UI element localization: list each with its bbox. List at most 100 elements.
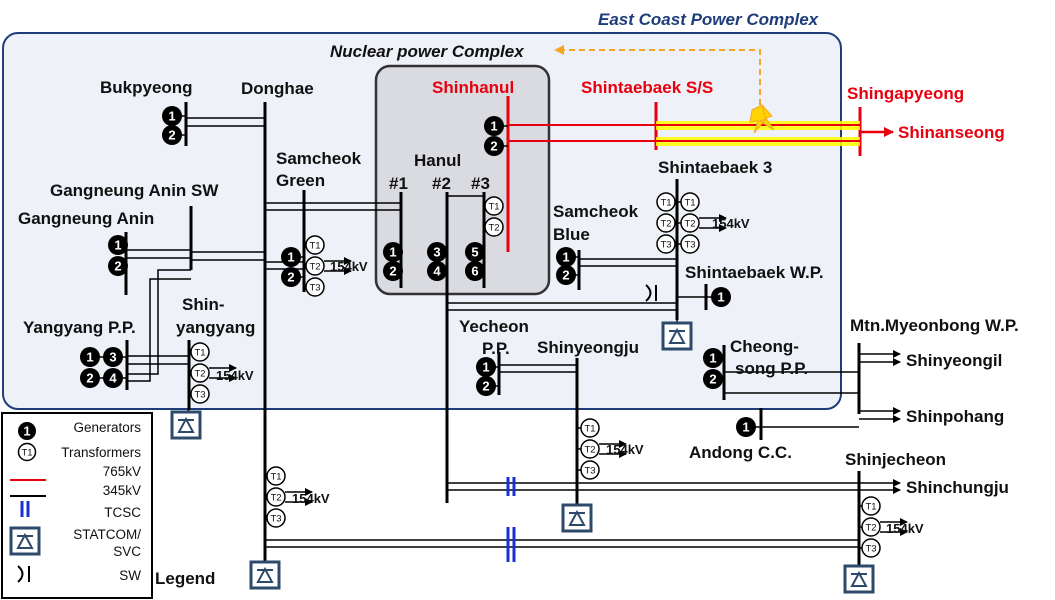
legend-tcsc: TCSC — [104, 505, 141, 520]
hanul-label: Hanul — [414, 151, 461, 170]
yangyang-gen-4: 4 — [103, 368, 123, 388]
kv154-label: 154kV — [712, 216, 750, 231]
transformer-icon — [656, 234, 676, 254]
legend-title: Legend — [155, 569, 215, 588]
transformer-icon — [190, 342, 210, 362]
transformer-number: T3 — [270, 514, 281, 525]
yangyang-label: Yangyang P.P. — [23, 318, 136, 337]
legend-generator-icon — [18, 422, 36, 440]
statcom-shinyangyang — [170, 409, 202, 440]
gangneung-anin-gen-1: 1 — [108, 235, 128, 255]
generator-number: 2 — [114, 259, 121, 274]
transformer-icon — [580, 418, 600, 438]
generator-number: 2 — [709, 372, 716, 387]
kv154-label: 154kV — [292, 491, 330, 506]
generator-number: 4 — [433, 264, 441, 279]
legend-statcom-icon — [9, 526, 41, 556]
nuclear-complex-title: Nuclear power Complex — [330, 42, 525, 61]
transformer-number: T3 — [194, 390, 205, 401]
cheongsong-gen-2: 2 — [703, 369, 723, 389]
shinanseong-label: Shinanseong — [898, 123, 1005, 142]
transformer-icon — [266, 487, 286, 507]
transformer-number: T2 — [584, 445, 595, 456]
transformer-number: T2 — [865, 523, 876, 534]
bukpyeong-gen-1: 1 — [162, 106, 182, 126]
transformer-icon — [680, 234, 700, 254]
transformer-icon — [861, 517, 881, 537]
statcom-shinyeongju — [561, 503, 593, 533]
legend-345: 345kV — [103, 483, 141, 498]
labels: Bukpyeong Donghae Gangneung Anin SW Gang… — [18, 78, 1019, 497]
gangneung-anin-gen-2: 2 — [108, 256, 128, 276]
hanul-gen-6: 6 — [465, 261, 485, 281]
transformer-number: T3 — [684, 240, 695, 251]
generator-number: 3 — [109, 350, 116, 365]
generator-number: 2 — [389, 264, 396, 279]
shinjecheon-label: Shinjecheon — [845, 450, 946, 469]
shintaebaek-wp-label: Shintaebaek W.P. — [685, 263, 824, 282]
transformer-number: T1 — [270, 472, 281, 483]
hanul-gen-4: 4 — [427, 261, 447, 281]
transformer-number: T2 — [660, 219, 671, 230]
transformer-icon — [305, 277, 325, 297]
transformer-number: T2 — [270, 493, 281, 504]
transformer-number: T2 — [194, 369, 205, 380]
transformer-icon — [861, 538, 881, 558]
generator-number: 1 — [287, 250, 294, 265]
gangneung-anin-sw-label: Gangneung Anin SW — [50, 181, 219, 200]
yecheon-gen-2: 2 — [476, 376, 496, 396]
andong-gen: 1 — [736, 417, 756, 437]
transformer-number: T1 — [584, 424, 595, 435]
shinhanul-label: Shinhanul — [432, 78, 514, 97]
legend-transformers: Transformers — [61, 445, 141, 460]
samcheok-blue-gen-2: 2 — [556, 265, 576, 285]
yangyang-gen-1: 1 — [80, 347, 100, 367]
hanul-gen-3: 3 — [427, 242, 447, 262]
unit2-label: #2 — [432, 174, 451, 193]
transformer-number: T2 — [309, 262, 320, 273]
cheongsong-gen-1: 1 — [703, 348, 723, 368]
legend-sw-icon — [17, 565, 30, 583]
transformer-icon — [580, 439, 600, 459]
kv345-lines — [126, 117, 901, 548]
legend-statcom-1: STATCOM/ — [73, 527, 141, 542]
hanul-gen-5: 5 — [465, 242, 485, 262]
samcheok-green-label-1: Samcheok — [276, 149, 362, 168]
yecheon-label-2: P.P. — [482, 339, 510, 358]
generator-number: 2 — [168, 128, 175, 143]
generator-number: 6 — [471, 264, 478, 279]
transformer-number: T3 — [584, 466, 595, 477]
legend-transformer-num: T1 — [21, 448, 32, 459]
cheongsong-label-1: Cheong- — [730, 337, 799, 356]
samcheok-green-label-2: Green — [276, 171, 325, 190]
nuclear-complex-box — [374, 64, 551, 296]
samcheok-green-gen-2: 2 — [281, 267, 301, 287]
transformer-icon — [580, 460, 600, 480]
samcheok-blue-label-1: Samcheok — [553, 202, 639, 221]
yangyang-gen-2: 2 — [80, 368, 100, 388]
transformer-number: T3 — [865, 544, 876, 555]
shinpohang-label: Shinpohang — [906, 407, 1004, 426]
generator-number: 1 — [389, 245, 396, 260]
generator-number: 1 — [86, 350, 93, 365]
hanul-gen-2: 2 — [383, 261, 403, 281]
transformer-number: T1 — [488, 202, 499, 213]
donghae-label: Donghae — [241, 79, 314, 98]
bukpyeong-gen-2: 2 — [162, 125, 182, 145]
andong-label: Andong C.C. — [689, 443, 792, 462]
transformer-icon — [484, 196, 504, 216]
samcheok-blue-label-2: Blue — [553, 225, 590, 244]
shinyangyang-label-1: Shin- — [182, 295, 225, 314]
transformer-icon — [305, 256, 325, 276]
generator-number: 1 — [709, 351, 716, 366]
shingapyeong-label: Shingapyeong — [847, 84, 964, 103]
transformer-icon — [190, 363, 210, 383]
myeonbong-label: Mtn.Myeonbong W.P. — [850, 316, 1019, 335]
